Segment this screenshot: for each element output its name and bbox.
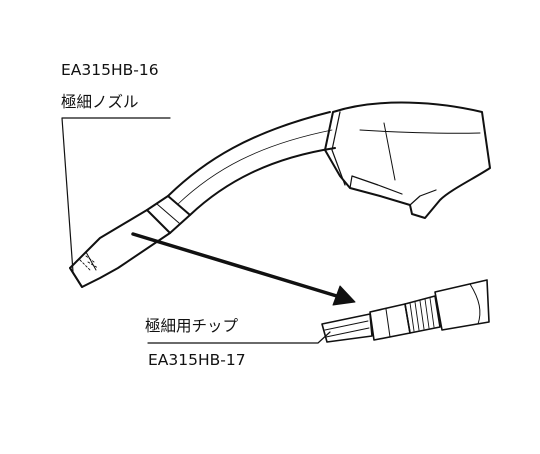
fine-nozzle (69, 209, 171, 288)
tip-name-label: 極細用チップ (145, 317, 239, 335)
tip-code-label: EA315HB-17 (148, 351, 246, 369)
nozzle-leader (61, 117, 171, 273)
tip-leader (147, 331, 331, 344)
torch-handle (324, 101, 491, 219)
nozzle-code-label: EA315HB-16 (61, 61, 159, 79)
nozzle-collar (146, 195, 191, 234)
nozzle-name-label: 極細ノズル (61, 93, 139, 111)
pointer-arrow (131, 232, 356, 306)
fine-contact-tip (321, 279, 490, 343)
gooseneck-tube (167, 111, 336, 216)
